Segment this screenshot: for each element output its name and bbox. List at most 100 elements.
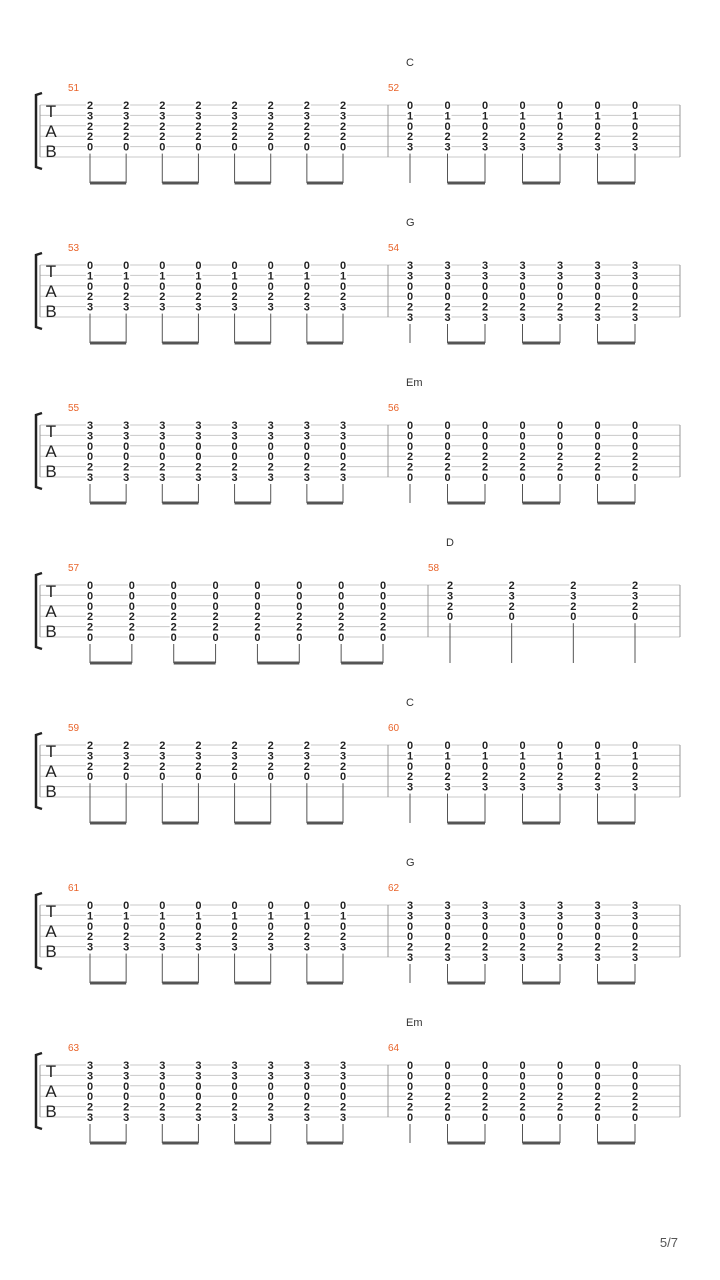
fret-number-bg (593, 461, 602, 472)
fret-number-bg (631, 301, 639, 312)
measure-number: 52 (388, 83, 400, 94)
fret-number-bg (631, 1080, 639, 1091)
fret-number: 2 (87, 611, 93, 623)
fret-number-bg (230, 941, 239, 952)
fret-number: 2 (632, 580, 638, 592)
fret-number-bg (481, 461, 489, 472)
fret-number-bg (481, 131, 489, 142)
fret-number-bg (339, 100, 347, 110)
fret-number-bg (302, 120, 311, 131)
fret-number-bg (266, 1101, 275, 1112)
fret-number-bg (481, 420, 489, 430)
fret-number: 0 (87, 921, 93, 933)
fret-number-bg (302, 1101, 311, 1112)
fret-number-bg (406, 750, 414, 761)
fret-number: 2 (232, 931, 238, 943)
fret-number-bg (339, 120, 347, 131)
fret-number-bg (230, 301, 239, 312)
fret-number-bg (86, 600, 94, 611)
fret-number-bg (593, 420, 602, 430)
fret-number: 2 (447, 601, 453, 613)
fret-number-bg (593, 1070, 602, 1081)
fret-number-bg (518, 952, 527, 962)
fret-number-bg (443, 280, 452, 291)
fret-number-bg (556, 100, 564, 110)
fret-number-bg (443, 910, 452, 921)
fret-number: 2 (632, 1102, 638, 1114)
fret-number-bg (122, 1101, 131, 1112)
fret-number: 0 (304, 441, 310, 453)
fret-number-bg (518, 451, 527, 462)
fret-number: 0 (340, 441, 346, 453)
fret-number-bg (556, 260, 564, 270)
fret-number-bg (406, 131, 414, 142)
fret-number: 2 (482, 462, 488, 474)
fret-number-bg (122, 1091, 131, 1102)
fret-number-bg (158, 461, 167, 472)
chord-name: C (406, 697, 414, 709)
fret-number-bg (446, 600, 454, 611)
fret-number-bg (266, 110, 275, 121)
fret-number-bg (518, 420, 527, 430)
fret-number: 0 (129, 580, 135, 592)
fret-number: 0 (444, 1070, 450, 1082)
measure-number: 62 (388, 883, 400, 894)
fret-number-bg (556, 472, 564, 482)
fret-number: 0 (570, 611, 576, 623)
fret-number-bg (593, 931, 602, 942)
fret-number-bg (443, 110, 452, 121)
fret-number: 3 (482, 260, 488, 272)
fret-number-bg (127, 580, 136, 590)
fret-number-bg (302, 900, 311, 910)
tab-clef-letter: B (45, 462, 56, 481)
fret-number-bg (158, 280, 167, 291)
fret-number-bg (631, 280, 639, 291)
fret-number: 2 (304, 1102, 310, 1114)
fret-number-bg (406, 1070, 414, 1081)
fret-number: 3 (482, 900, 488, 912)
fret-number: 3 (519, 142, 525, 154)
fret-number-bg (127, 632, 136, 642)
fret-number-bg (406, 900, 414, 910)
fret-number: 0 (123, 900, 129, 912)
fret-number: 0 (519, 100, 525, 112)
fret-number-bg (266, 1091, 275, 1102)
fret-number: 2 (195, 931, 201, 943)
fret-number: 0 (159, 441, 165, 453)
fret-number-bg (86, 941, 94, 952)
fret-number-bg (406, 260, 414, 270)
fret-number-bg (406, 440, 414, 451)
chord-name: Em (406, 377, 423, 389)
fret-number-bg (556, 440, 564, 451)
system-bracket (34, 1051, 43, 1131)
fret-number-bg (302, 941, 311, 952)
fret-number-bg (86, 740, 94, 750)
fret-number: 2 (444, 942, 450, 954)
fret-number-bg (158, 100, 167, 110)
fret-number-bg (194, 291, 203, 302)
measure-number: 60 (388, 723, 400, 734)
fret-number: 1 (444, 110, 450, 122)
fret-number: 0 (340, 771, 346, 783)
fret-number: 0 (123, 260, 129, 272)
fret-number: 2 (340, 131, 346, 143)
fret-number: 0 (123, 921, 129, 933)
fret-number-bg (631, 420, 639, 430)
fret-number-bg (481, 1070, 489, 1081)
fret-number-bg (631, 740, 639, 750)
fret-number: 3 (482, 312, 488, 324)
fret-number: 0 (407, 1070, 413, 1082)
fret-number-bg (593, 900, 602, 910)
fret-number-bg (406, 110, 414, 121)
fret-number-bg (86, 291, 94, 302)
fret-number-bg (339, 141, 347, 152)
fret-number: 2 (340, 462, 346, 474)
fret-number-bg (593, 451, 602, 462)
fret-number: 0 (482, 921, 488, 933)
fret-number-bg (556, 301, 564, 312)
fret-number-bg (556, 1091, 564, 1102)
tab-clef-letter: A (45, 1082, 57, 1101)
fret-number-bg (194, 1101, 203, 1112)
fret-number-bg (230, 110, 239, 121)
fret-number-bg (518, 280, 527, 291)
